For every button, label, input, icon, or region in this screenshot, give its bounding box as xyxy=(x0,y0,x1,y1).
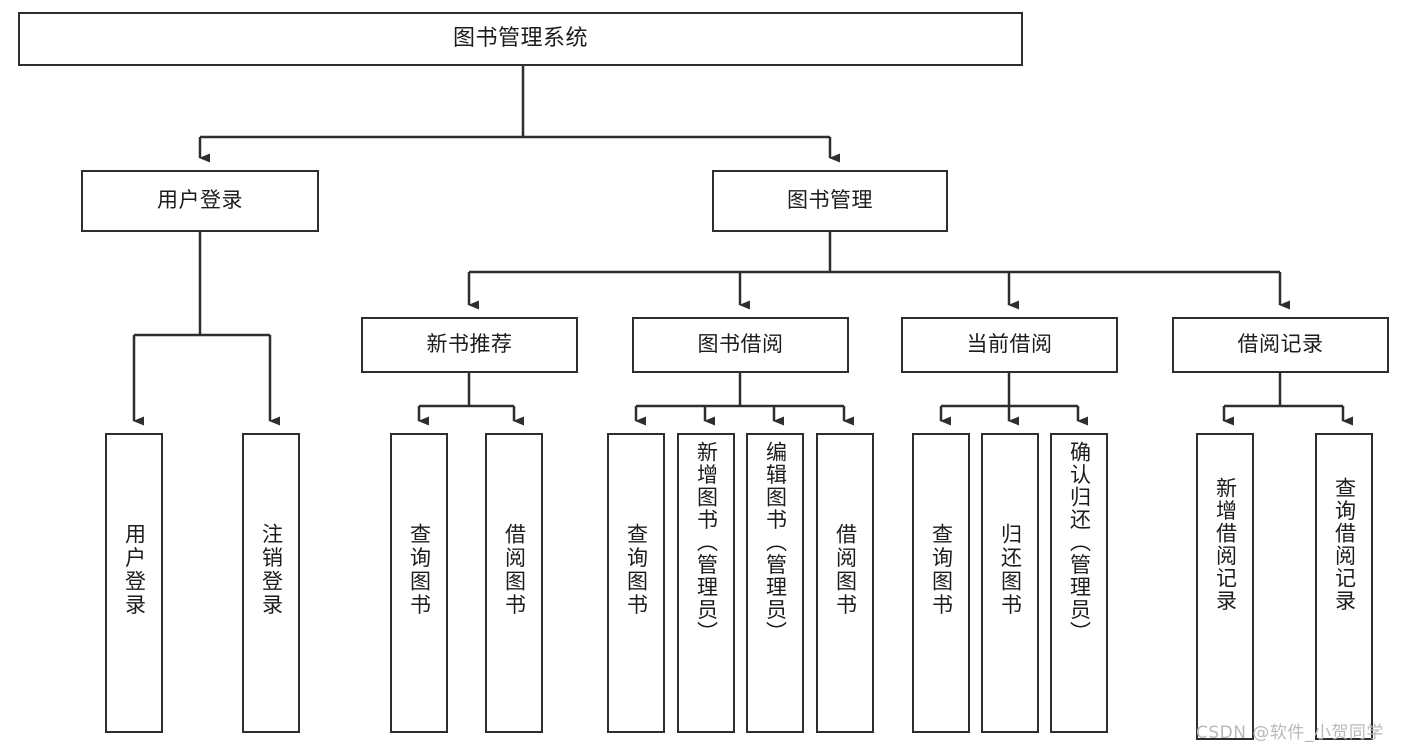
node-leaf-query-book-2-label: 查询图书 xyxy=(624,523,649,617)
node-leaf-borrow-book-1[interactable]: 借阅图书 xyxy=(485,433,543,733)
node-book-borrow[interactable]: 图书借阅 xyxy=(632,317,849,373)
node-leaf-edit-book[interactable]: 编辑图书（管理员） xyxy=(746,433,804,733)
node-new-book-recommend-label: 新书推荐 xyxy=(426,332,513,357)
node-leaf-confirm-return[interactable]: 确认归还（管理员） xyxy=(1050,433,1108,733)
node-book-borrow-label: 图书借阅 xyxy=(697,332,784,357)
node-borrow-record-label: 借阅记录 xyxy=(1237,332,1324,357)
node-root[interactable]: 图书管理系统 xyxy=(18,12,1023,66)
node-user-login-label: 用户登录 xyxy=(157,188,243,213)
node-leaf-user-login[interactable]: 用户登录 xyxy=(105,433,163,733)
node-leaf-add-book[interactable]: 新增图书（管理员） xyxy=(677,433,735,733)
node-leaf-add-record[interactable]: 新增借阅记录 xyxy=(1196,433,1254,740)
node-leaf-logout[interactable]: 注销登录 xyxy=(242,433,300,733)
node-leaf-add-book-label: 新增图书（管理员） xyxy=(694,441,719,644)
node-root-label: 图书管理系统 xyxy=(452,25,588,51)
node-leaf-query-record-label: 查询借阅记录 xyxy=(1332,477,1357,612)
node-book-management-label: 图书管理 xyxy=(787,188,873,213)
node-leaf-edit-book-label: 编辑图书（管理员） xyxy=(763,441,788,644)
node-leaf-borrow-book-2-label: 借阅图书 xyxy=(833,523,858,617)
node-leaf-query-record[interactable]: 查询借阅记录 xyxy=(1315,433,1373,740)
node-leaf-query-book-3[interactable]: 查询图书 xyxy=(912,433,970,733)
node-leaf-return-book[interactable]: 归还图书 xyxy=(981,433,1039,733)
node-book-management[interactable]: 图书管理 xyxy=(712,170,948,232)
node-leaf-borrow-book-1-label: 借阅图书 xyxy=(502,523,527,617)
node-leaf-user-login-label: 用户登录 xyxy=(122,523,147,617)
node-leaf-confirm-return-label: 确认归还（管理员） xyxy=(1067,441,1092,644)
node-borrow-record[interactable]: 借阅记录 xyxy=(1172,317,1389,373)
node-leaf-query-book-2[interactable]: 查询图书 xyxy=(607,433,665,733)
node-user-login[interactable]: 用户登录 xyxy=(81,170,319,232)
node-leaf-logout-label: 注销登录 xyxy=(259,523,284,617)
node-leaf-query-book-1[interactable]: 查询图书 xyxy=(390,433,448,733)
node-leaf-return-book-label: 归还图书 xyxy=(998,523,1023,617)
node-leaf-query-book-1-label: 查询图书 xyxy=(407,523,432,617)
node-leaf-borrow-book-2[interactable]: 借阅图书 xyxy=(816,433,874,733)
node-current-borrow-label: 当前借阅 xyxy=(966,332,1053,357)
node-new-book-recommend[interactable]: 新书推荐 xyxy=(361,317,578,373)
node-leaf-query-book-3-label: 查询图书 xyxy=(929,523,954,617)
node-leaf-add-record-label: 新增借阅记录 xyxy=(1213,477,1238,612)
node-current-borrow[interactable]: 当前借阅 xyxy=(901,317,1118,373)
